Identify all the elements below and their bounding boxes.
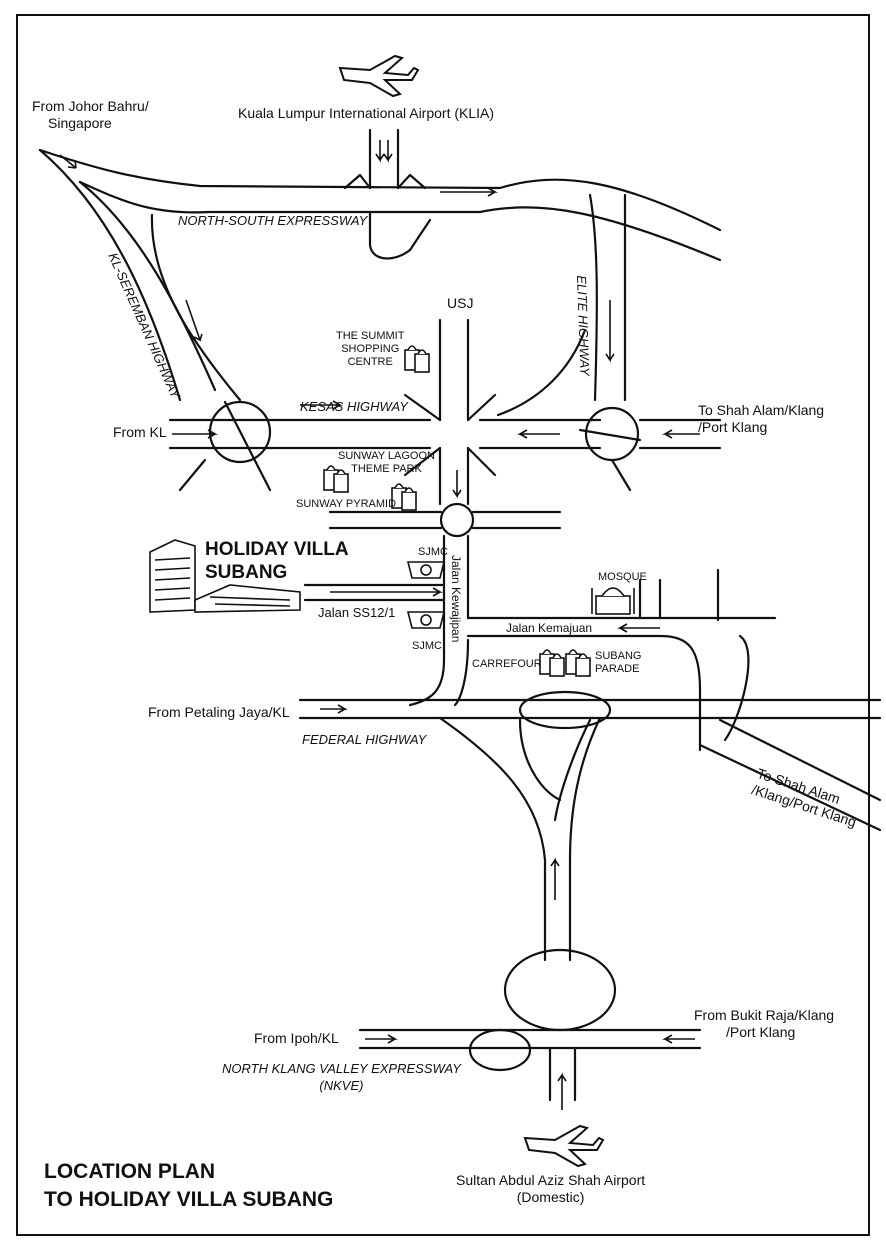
origin-bukit-raja: From Bukit Raja/Klang/Port Klang	[694, 1007, 835, 1040]
kemajuan-road	[466, 616, 777, 638]
arrow-kesas	[300, 400, 344, 410]
arrow-kesas-west	[516, 429, 560, 439]
origin-johor: From Johor Bahru/Singapore	[32, 98, 149, 131]
shopping-bags-icon-lagoon	[323, 465, 349, 493]
arrow-klia-2	[383, 140, 393, 163]
arrow-kemajuan	[616, 623, 660, 633]
klia-loop	[368, 210, 432, 260]
kemajuan-label: Jalan Kemajuan	[506, 621, 593, 635]
roundabout	[439, 502, 475, 538]
federal-east-branch	[698, 718, 882, 832]
kesas-road-west	[168, 418, 432, 450]
kewajipan-label: Jalan Kewajipan	[449, 555, 463, 643]
sjmc-bottom-label: SJMC	[412, 640, 442, 652]
ss12-label: Jalan SS12/1	[318, 605, 396, 620]
usj-road	[438, 318, 470, 422]
federal-interchange-loop	[518, 690, 612, 730]
right-interchange-loop	[584, 406, 640, 462]
arrow-petaling	[320, 704, 349, 714]
shopping-bags-icon-pyramid	[391, 483, 417, 511]
kewajipan-north	[438, 446, 470, 506]
arrow-shah-alam	[661, 429, 700, 439]
arrow-from-kl	[172, 429, 219, 439]
kesas-road-middle	[478, 418, 602, 450]
arrow-ss12	[330, 587, 444, 597]
arrow-bukit-raja	[661, 1034, 695, 1044]
left-interchange-ramps	[178, 400, 272, 492]
shopping-bags-icon-summit	[404, 345, 430, 373]
federal-interchange-ramps	[518, 718, 592, 822]
east-loop	[723, 634, 750, 742]
airport-road	[548, 1046, 577, 1102]
kesas-road-east	[638, 418, 722, 450]
roundabout-spurs	[328, 510, 562, 530]
klia-link	[368, 128, 400, 190]
elite-label: ELITE HIGHWAY	[574, 275, 593, 377]
arrow-roundabout	[452, 470, 462, 499]
trunk-road-west	[438, 716, 547, 962]
sjmc-top-label: SJMC	[418, 546, 448, 558]
arrow-trunk	[550, 857, 560, 900]
middle-interchange	[403, 393, 497, 477]
nse-label: NORTH-SOUTH EXPRESSWAY	[178, 213, 368, 228]
nse-road-north-edge	[38, 148, 722, 232]
sunway-pyramid-label: SUNWAY PYRAMID	[296, 498, 397, 510]
mosque-label: MOSQUE	[598, 571, 647, 583]
carrefour-label: CARREFOUR	[472, 658, 542, 670]
arrow-elite	[605, 300, 615, 363]
ss12-road	[303, 583, 446, 602]
kl-seremban-inner	[150, 213, 242, 402]
airplane-icon-subang	[523, 1124, 605, 1168]
usj-label: USJ	[447, 295, 474, 311]
kemajuan-east	[658, 634, 702, 752]
kl-seremban-road-east	[78, 180, 217, 392]
hotel-building-icon	[149, 539, 301, 613]
shopping-bags-icon-carrefour	[539, 649, 565, 677]
hospital-crescent-icon-bottom	[406, 611, 446, 629]
arrow-seremban	[185, 299, 203, 342]
kl-seremban-road-west	[38, 148, 182, 402]
origin-from-kl: From KL	[113, 424, 167, 440]
arrow-nse	[440, 187, 499, 197]
nse-road-south-edge	[78, 180, 722, 262]
origin-petaling: From Petaling Jaya/KL	[148, 704, 290, 720]
hospital-crescent-icon-top	[406, 561, 446, 579]
nkve-interchange-loop	[503, 948, 617, 1032]
arrow-johor	[59, 154, 77, 169]
arrow-klia-1	[375, 140, 385, 163]
arrow-ipoh	[365, 1034, 399, 1044]
arrow-airport	[557, 1072, 567, 1110]
klia-label: Kuala Lumpur International Airport (KLIA…	[238, 105, 495, 121]
origin-ipoh: From Ipoh/KL	[254, 1030, 339, 1046]
nkve-sw-loop	[468, 1028, 532, 1072]
mosque-roads	[638, 568, 720, 622]
klia-ramp	[343, 173, 427, 190]
elite-road	[588, 193, 627, 402]
middle-ramp	[496, 328, 587, 417]
nkve-road	[358, 1028, 702, 1050]
kesas-label: KESAS HIGHWAY	[300, 399, 408, 414]
origin-shah-alam: To Shah Alam/Klang/Port Klang	[698, 402, 825, 435]
federal-road	[298, 698, 882, 720]
airplane-icon	[338, 54, 420, 98]
federal-label: FEDERAL HIGHWAY	[302, 732, 427, 747]
mosque-icon	[591, 587, 635, 615]
kewajipan-south	[408, 638, 470, 707]
nkve-label: NORTH KLANG VALLEY EXPRESSWAY(NKVE)	[222, 1061, 461, 1093]
kewajipan-road	[442, 534, 470, 662]
right-interchange-ramps	[578, 428, 642, 492]
trunk-road-east	[568, 716, 602, 962]
subang-airport-label: Sultan Abdul Aziz Shah Airport(Domestic)	[456, 1172, 646, 1205]
shopping-bags-icon-parade	[565, 649, 591, 677]
